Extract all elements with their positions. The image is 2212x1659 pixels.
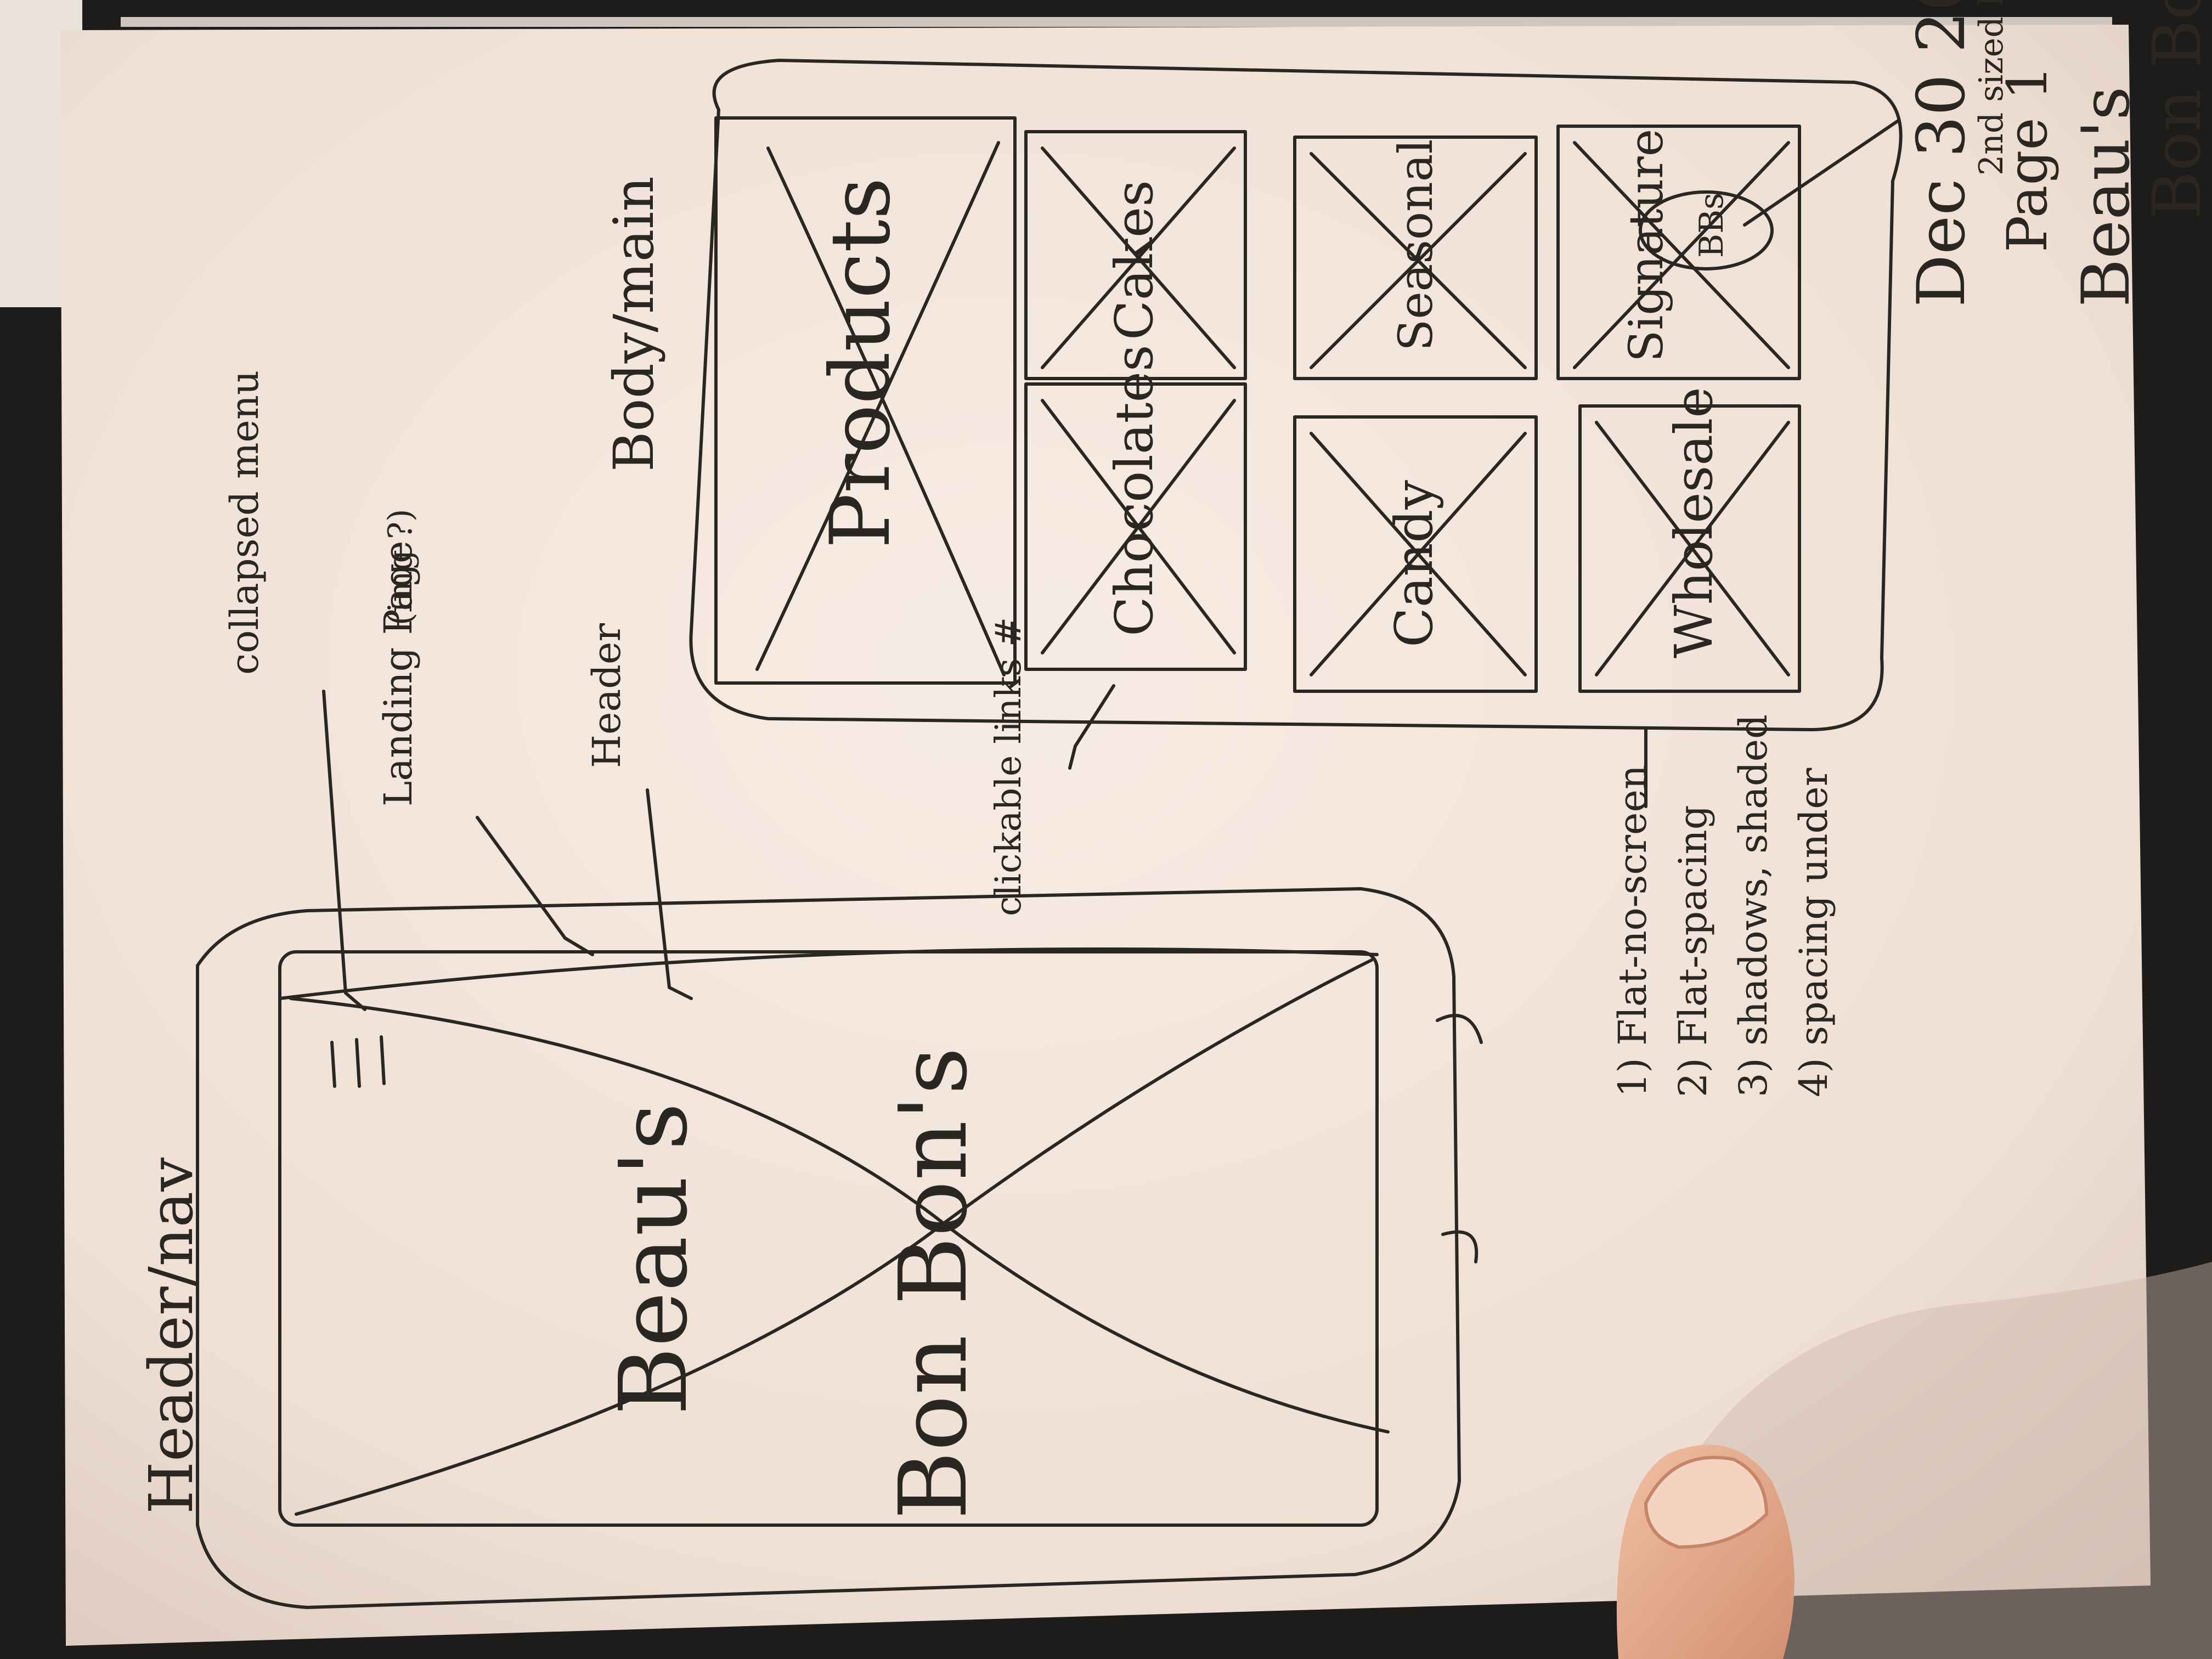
signature-note: BBs	[1692, 193, 1731, 258]
project-title-line2: Bon Bons	[2140, 0, 2212, 219]
annotation-clickable-links: clickable links #	[988, 617, 1029, 916]
annotation-bold-border: 2nd sized bold border	[1972, 0, 2011, 176]
header-x-line-1	[289, 997, 1390, 1434]
date-text: Dec 30 2016	[1904, 0, 1980, 307]
header-outer-frame	[196, 887, 1461, 1609]
annotation-landing-page: Landing Page	[376, 540, 421, 806]
annotation-landing-page-note: (img ?)	[381, 509, 420, 625]
tile-label-signature: Signature	[1620, 129, 1674, 362]
tile-wholesale	[1578, 404, 1801, 693]
note-2: 2) Flat-spacing	[1671, 805, 1716, 1097]
brand-line-1: Beau's	[600, 1103, 708, 1415]
body-section-label: Body/main	[602, 176, 666, 472]
tile-label-cakes: Cakes	[1104, 180, 1165, 340]
tile-label-seasonal: Seasonal	[1389, 139, 1443, 351]
body-outer-frame	[689, 59, 1903, 731]
note-3: 3) shadows, shaded	[1731, 714, 1776, 1097]
title-block: Dec 30 2016 Page 1 Beau's Bon Bons	[1904, 0, 2212, 307]
header-inner-box	[278, 950, 1379, 1527]
brand-line-2: Bon Bon's	[879, 1047, 988, 1520]
body-wireframe	[689, 59, 1903, 808]
tile-chocolates	[1024, 382, 1247, 671]
products-label: Products	[813, 177, 909, 549]
tile-candy	[1293, 415, 1538, 693]
annotation-collapsed-menu: collapsed menu	[222, 370, 267, 675]
thumb	[1616, 1444, 1795, 1659]
page-number-text: Page 1	[1995, 65, 2059, 252]
hamburger-menu-icon	[330, 1035, 386, 1088]
tile-label-candy: Candy	[1384, 480, 1444, 647]
header-wireframe	[196, 690, 1483, 1609]
project-title-line1: Beau's	[2068, 86, 2145, 307]
header-x-line-2	[295, 958, 1373, 1516]
notebook-page	[60, 25, 2151, 1646]
tile-label-wholesale: Wholesale	[1664, 387, 1724, 658]
tile-cakes	[1024, 130, 1247, 380]
tile-label-chocolates: Chocolates	[1104, 345, 1165, 636]
note-4: 4) spacing under	[1791, 768, 1836, 1097]
annotation-header: Header	[584, 623, 629, 768]
header-section-label: Header/nav	[136, 1158, 206, 1514]
tile-signature	[1556, 125, 1801, 380]
note-1: 1) Flat-no-screen	[1610, 765, 1655, 1097]
products-hero-box	[714, 116, 1017, 685]
notes-list: 1) Flat-no-screen 2) Flat-spacing 3) sha…	[1610, 714, 1836, 1097]
tile-seasonal	[1293, 136, 1538, 380]
